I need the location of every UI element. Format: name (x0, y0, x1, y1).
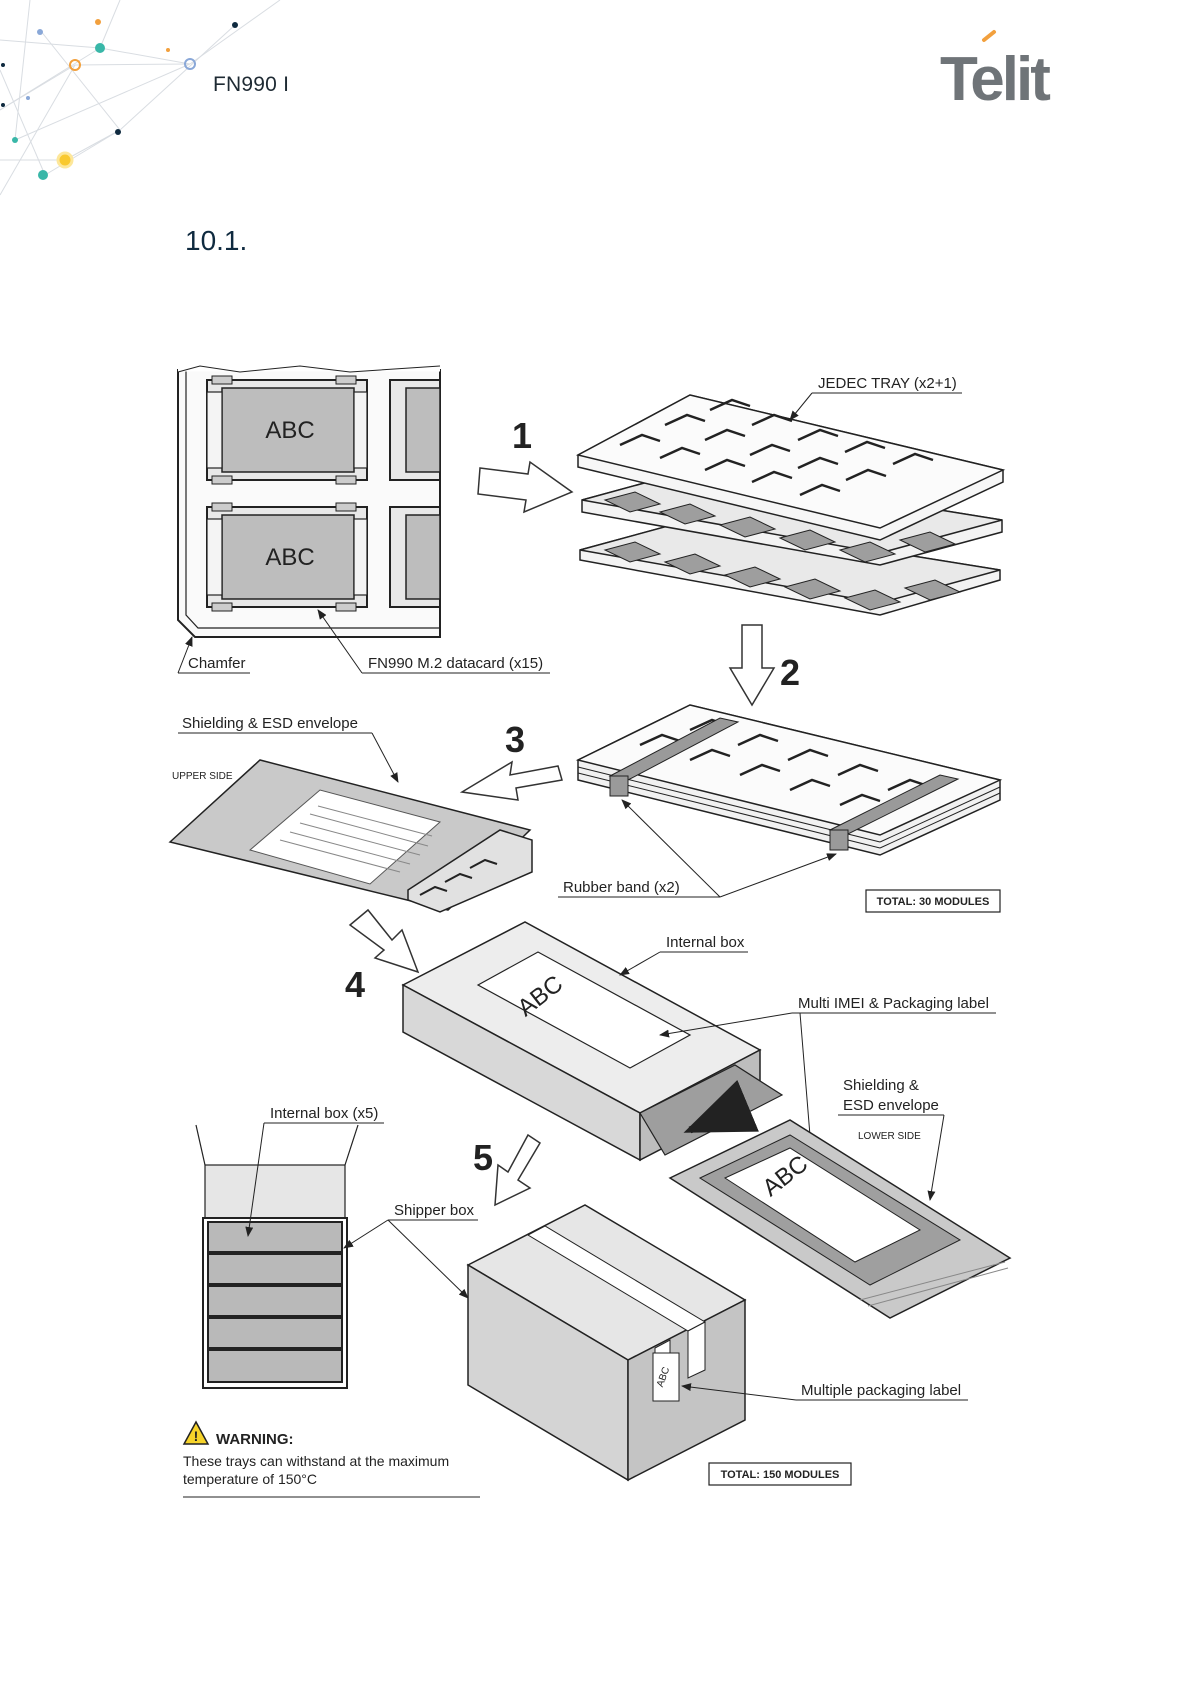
dot (69, 59, 81, 71)
label-lower-side: LOWER SIDE (858, 1131, 921, 1142)
jedec-trays-stack (575, 394, 1006, 616)
shipper-box-closed: ABC (466, 1204, 747, 1482)
datacard-module-bottom: ABC (206, 502, 368, 612)
dot (232, 22, 238, 28)
dot (38, 170, 48, 180)
label-datacard: FN990 M.2 datacard (x15) (368, 655, 543, 672)
label-chamfer: Chamfer (188, 655, 246, 672)
label-jedec-tray: JEDEC TRAY (x2+1) (818, 375, 957, 392)
dot (12, 137, 18, 143)
partial-modules (389, 379, 441, 608)
step-3-arrow (459, 760, 563, 801)
shipper-box-open (195, 1124, 359, 1389)
step-2-arrow (728, 624, 776, 707)
step-4-arrow (348, 908, 420, 974)
telit-logo: Telit (940, 30, 1053, 108)
step-1-number: 1 (512, 415, 532, 456)
dot (166, 48, 170, 52)
internal-box: ABC (401, 921, 784, 1162)
warning-block: ! WARNING: These trays can withstand at … (182, 1420, 480, 1498)
label-total-150: TOTAL: 150 MODULES (721, 1469, 840, 1481)
dot (95, 43, 105, 53)
label-shielding-envelope: Shielding & ESD envelope (182, 715, 358, 732)
dot (1, 103, 5, 107)
shielding-envelope-lower: ABC (668, 1119, 1012, 1319)
banded-tray-stack (575, 704, 1003, 856)
label-rubber-band: Rubber band (x2) (563, 879, 680, 896)
label-internal-box-x5: Internal box (x5) (270, 1105, 378, 1122)
label-shielding-line2: ESD envelope (843, 1097, 939, 1114)
warning-line-2: temperature of 150°C (183, 1471, 317, 1487)
dot (115, 129, 121, 135)
dot (184, 58, 196, 70)
document-title: FN990 I (213, 73, 290, 96)
label-upper-side: UPPER SIDE (172, 771, 233, 782)
tray-detail-view: ABC ABC (177, 365, 441, 638)
dot (26, 96, 30, 100)
dot (95, 19, 101, 25)
total-30-box (865, 889, 1001, 913)
section-number: 10.1. (185, 225, 248, 256)
step-5-number: 5 (473, 1137, 493, 1178)
svg-text:!: ! (194, 1428, 199, 1444)
warning-icon (182, 1420, 210, 1445)
step-1-arrow (477, 460, 574, 514)
label-shielding-line1: Shielding & (843, 1077, 919, 1094)
step-4-number: 4 (345, 964, 365, 1005)
datacard-module-top: ABC (206, 375, 368, 485)
label-multi-imei: Multi IMEI & Packaging label (798, 995, 989, 1012)
module-label-top: ABC (265, 417, 314, 444)
dot (56, 151, 74, 169)
dot (37, 29, 43, 35)
step-5-arrow (494, 1133, 542, 1207)
shielding-envelope-upper (168, 759, 533, 913)
label-internal-box: Internal box (666, 934, 745, 951)
label-multiple-packaging: Multiple packaging label (801, 1382, 961, 1399)
dot (1, 63, 5, 67)
warning-title: WARNING: (216, 1431, 294, 1448)
warning-line-1: These trays can withstand at the maximum (183, 1453, 449, 1469)
logo-accent-stroke (982, 30, 996, 42)
step-2-number: 2 (780, 652, 800, 693)
label-shipper-box: Shipper box (394, 1202, 475, 1219)
label-total-30: TOTAL: 30 MODULES (877, 896, 990, 908)
step-3-number: 3 (505, 719, 525, 760)
module-label-bottom: ABC (265, 544, 314, 571)
logo-text: Telit (940, 45, 1050, 108)
header-network-decoration (0, 0, 281, 196)
total-150-box (708, 1462, 852, 1486)
